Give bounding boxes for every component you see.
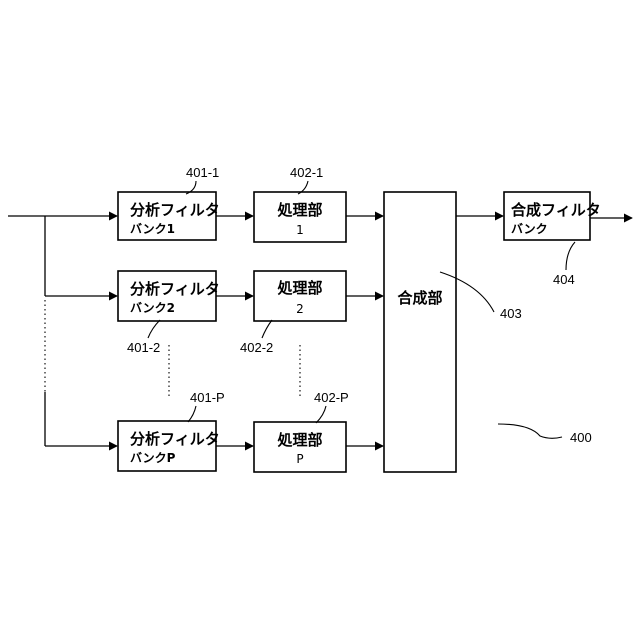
processing-unit-1-index: 1 [296, 223, 304, 237]
leader-404 [566, 242, 575, 270]
ref-label-402-2: 402-2 [240, 340, 273, 355]
ref-label-404: 404 [553, 272, 575, 287]
leader-402-p [316, 406, 326, 423]
synthesis-filter-bank-line1: 合成フィルタ [510, 201, 601, 219]
ref-label-402-p: 402-P [314, 390, 349, 405]
processing-unit-p-title: 処理部 [276, 431, 322, 449]
leader-402-2 [262, 320, 272, 338]
ref-label-400: 400 [570, 430, 592, 445]
processing-unit-2-index: 2 [296, 302, 304, 316]
ref-label-401-p: 401-P [190, 390, 225, 405]
ref-label-403: 403 [500, 306, 522, 321]
ref-label-402-1: 402-1 [290, 165, 323, 180]
ref-label-401-1: 401-1 [186, 165, 219, 180]
synthesis-unit-title: 合成部 [396, 289, 442, 307]
analysis-filter-bank-1-line1: 分析フィルタ [130, 201, 220, 219]
analysis-filter-bank-p-line2: バンクP [130, 451, 176, 465]
synthesis-unit [384, 192, 456, 472]
synthesis-filter-bank-line2: バンク [511, 222, 548, 236]
analysis-filter-bank-2-line1: 分析フィルタ [130, 280, 220, 298]
processing-unit-2-title: 処理部 [276, 279, 322, 297]
leader-401-2 [148, 320, 160, 338]
processing-unit-p-index: P [296, 452, 303, 466]
processing-unit-1-title: 処理部 [276, 201, 322, 219]
analysis-filter-bank-1-line2: バンク1 [130, 222, 175, 236]
ref-label-401-2: 401-2 [127, 340, 160, 355]
analysis-filter-bank-2-line2: バンク2 [130, 301, 175, 315]
analysis-filter-bank-p-line1: 分析フィルタ [130, 430, 220, 448]
leader-400 [498, 424, 562, 438]
leader-401-p [188, 406, 196, 422]
